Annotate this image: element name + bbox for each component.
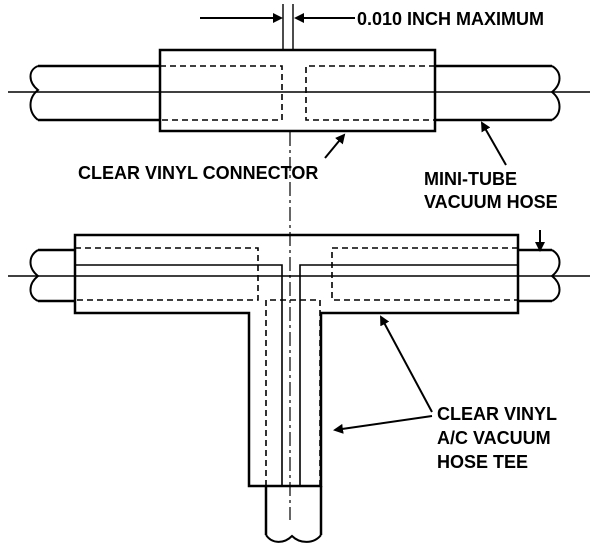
hose-label-line2: VACUUM HOSE bbox=[424, 192, 558, 212]
clear-vinyl-connector-body bbox=[158, 48, 437, 133]
tee-label-line1: CLEAR VINYL bbox=[437, 404, 557, 424]
connector-leader-arrow bbox=[324, 133, 346, 159]
bottom-hose-tee bbox=[264, 486, 323, 543]
gap-spec-label: 0.010 INCH MAXIMUM bbox=[357, 9, 544, 29]
hose-tee-assembly bbox=[8, 233, 590, 543]
tee-leader-arrow-lower bbox=[333, 415, 433, 434]
left-hose-top bbox=[29, 64, 160, 122]
gap-reference-lines bbox=[282, 4, 294, 50]
connector-label: CLEAR VINYL CONNECTOR bbox=[78, 163, 318, 183]
tee-label-line2: A/C VACUUM bbox=[437, 428, 551, 448]
tee-label-line3: HOSE TEE bbox=[437, 452, 528, 472]
inserted-hose-ends-tee bbox=[75, 247, 518, 486]
hose-leader-arrow bbox=[481, 121, 507, 166]
tee-inner-passage bbox=[75, 264, 518, 486]
hose-label-line1: MINI-TUBE bbox=[424, 169, 517, 189]
right-hose-top bbox=[435, 64, 561, 122]
clear-vinyl-tee-body bbox=[73, 233, 520, 488]
straight-connector-assembly bbox=[8, 4, 590, 133]
inserted-hose-ends-top bbox=[160, 65, 435, 121]
tee-leader-arrow-upper bbox=[380, 315, 433, 413]
